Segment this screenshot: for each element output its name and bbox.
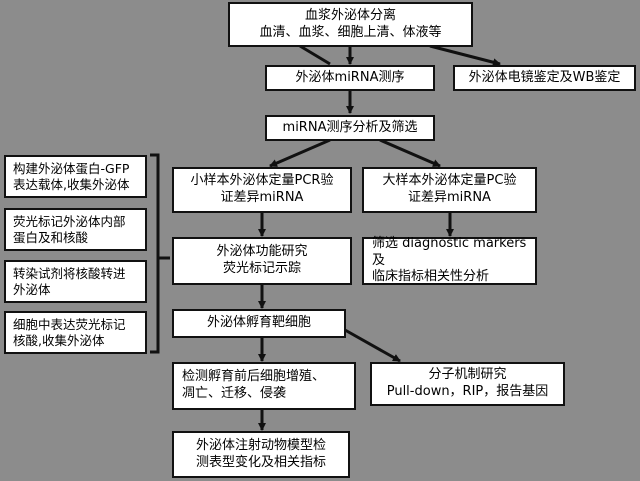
side-method-3-line1: 转染试剂将核酸转进 — [13, 265, 126, 281]
node-incubate: 外泌体孵育靶细胞 — [172, 309, 346, 338]
side-method-4: 细胞中表达荧光标记 核酸,收集外泌体 — [4, 311, 147, 354]
node-detect-line2: 凋亡、迁移、侵袭 — [182, 386, 287, 401]
node-em-wb-label: 外泌体电镜鉴定及WB鉴定 — [468, 69, 621, 85]
side-method-1: 构建外泌体蛋白-GFP 表达载体,收集外泌体 — [4, 155, 147, 198]
node-plasma-exosome-title: 血浆外泌体分离 — [304, 7, 396, 23]
node-em-wb: 外泌体电镜鉴定及WB鉴定 — [453, 65, 636, 91]
side-method-1-line2: 表达载体,收集外泌体 — [13, 176, 130, 192]
node-animal: 外泌体注射动物模型检 测表型变化及相关指标 — [172, 431, 350, 478]
node-small-sample-line1: 小样本外泌体定量PCR验 — [190, 173, 334, 189]
node-mechanism: 分子机制研究 Pull-down，RIP，报告基因 — [370, 362, 565, 406]
node-small-sample-line2: 证差异miRNA — [220, 190, 304, 205]
side-bracket — [150, 153, 160, 354]
node-seq-analysis: miRNA测序分析及筛选 — [265, 115, 435, 141]
node-large-sample-line1: 大样本外泌体定量PC验 — [382, 173, 517, 189]
node-seq-analysis-label: miRNA测序分析及筛选 — [282, 119, 418, 135]
connector-analysis-to-large — [379, 138, 441, 168]
node-diagnostic-line1: 筛选 diagnostic markers及 — [372, 236, 527, 268]
connector-analysis-to-small — [269, 138, 331, 168]
side-method-4-line1: 细胞中表达荧光标记 — [13, 316, 126, 332]
node-incubate-label: 外泌体孵育靶细胞 — [206, 315, 311, 331]
node-mechanism-line2: Pull-down，RIP，报告基因 — [386, 384, 549, 399]
connector-incubate-to-mechanism — [344, 328, 401, 363]
side-method-2-line1: 荧光标记外泌体内部 — [13, 213, 126, 229]
side-method-3-line2: 外泌体 — [13, 281, 51, 297]
node-plasma-exosome-sources: 血清、血浆、细胞上清、体液等 — [259, 24, 442, 40]
node-diagnostic-line2: 临床指标相关性分析 — [372, 269, 490, 285]
node-function-study: 外泌体功能研究 荧光标记示踪 — [172, 237, 352, 285]
node-large-sample-line2: 证差异miRNA — [408, 190, 491, 205]
connector-top-to-em — [429, 44, 501, 67]
side-method-2: 荧光标记外泌体内部 蛋白及和核酸 — [4, 208, 147, 251]
side-method-4-line2: 核酸,收集外泌体 — [13, 332, 105, 348]
side-method-1-line1: 构建外泌体蛋白-GFP — [13, 160, 130, 176]
node-large-sample: 大样本外泌体定量PC验 证差异miRNA — [362, 167, 537, 213]
side-method-3: 转染试剂将核酸转进 外泌体 — [4, 260, 147, 303]
node-mirna-seq-label: 外泌体miRNA测序 — [295, 69, 405, 85]
connector-top-to-seq-left — [299, 44, 331, 66]
node-detect-line1: 检测孵育前后细胞增殖、 — [182, 369, 326, 385]
node-function-study-line2: 荧光标记示踪 — [222, 261, 301, 276]
node-small-sample: 小样本外泌体定量PCR验 证差异miRNA — [172, 167, 352, 213]
node-animal-line1: 外泌体注射动物模型检 — [195, 437, 326, 453]
node-detect: 检测孵育前后细胞增殖、 凋亡、迁移、侵袭 — [172, 362, 356, 410]
side-method-2-line2: 蛋白及和核酸 — [13, 229, 89, 245]
node-mirna-seq: 外泌体miRNA测序 — [265, 65, 435, 91]
node-diagnostic: 筛选 diagnostic markers及 临床指标相关性分析 — [362, 236, 537, 285]
node-animal-line2: 测表型变化及相关指标 — [195, 454, 326, 470]
node-function-study-line1: 外泌体功能研究 — [216, 244, 308, 260]
node-plasma-exosome: 血浆外泌体分离 血清、血浆、细胞上清、体液等 — [228, 2, 473, 47]
node-mechanism-line1: 分子机制研究 — [428, 367, 507, 383]
